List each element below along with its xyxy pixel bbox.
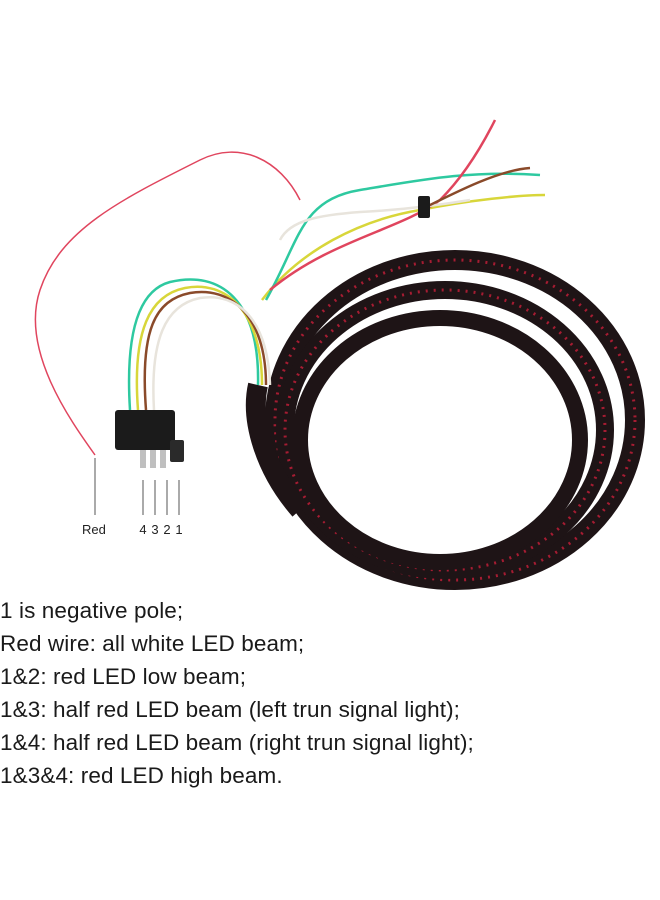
description-line: 1&2: red LED low beam;: [0, 664, 247, 689]
description-line: 1&3: half red LED beam (left trun signal…: [0, 697, 461, 722]
wiring-description: 1 is negative pole; Red wire: all white …: [0, 598, 474, 798]
description-line: 1&4: half red LED beam (right trun signa…: [0, 730, 474, 755]
pin-label-2: 2: [163, 522, 171, 537]
red-wire: [34, 151, 301, 456]
description-line: Red wire: all white LED beam;: [0, 631, 305, 656]
description-line: 1&3&4: red LED high beam.: [0, 763, 283, 788]
wire-clip: [418, 196, 430, 218]
pin-label-4: 4: [139, 522, 147, 537]
pin-label-3: 3: [151, 522, 159, 537]
pin-labels: 4 3 2 1: [137, 523, 185, 536]
red-wire-label: Red: [82, 522, 106, 537]
pin-label-1: 1: [175, 522, 183, 537]
led-strip-product-illustration: [34, 119, 645, 590]
label-leader-lines: [94, 458, 180, 515]
four-pin-connector: [115, 410, 184, 468]
description-line: 1 is negative pole;: [0, 598, 184, 623]
led-strip-coil: [245, 250, 645, 590]
